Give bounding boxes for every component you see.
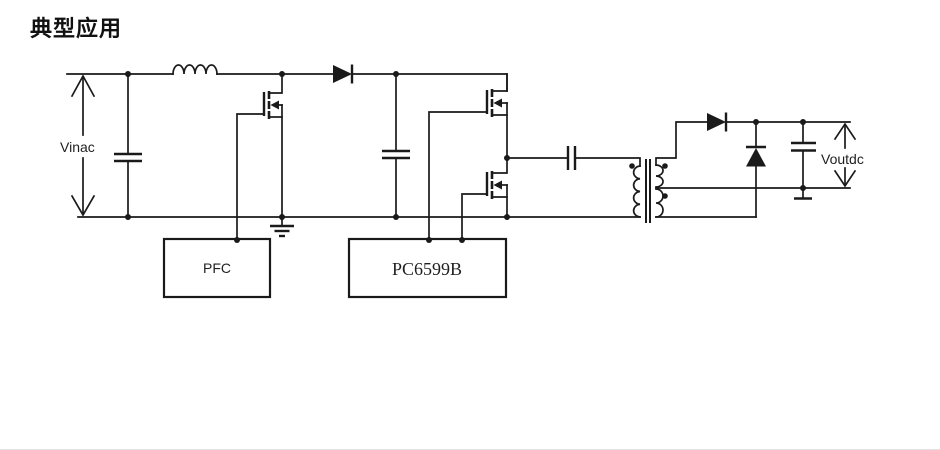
- output-diode-bottom: [746, 121, 766, 218]
- input-capacitor: [114, 73, 142, 218]
- controller-block: PC6599B: [347, 237, 508, 299]
- boost-diode: [333, 64, 354, 84]
- controller-block-label: PC6599B: [392, 259, 462, 279]
- pfc-mosfet: [236, 73, 283, 241]
- low-side-mosfet: [461, 157, 508, 241]
- boost-inductor: [172, 64, 218, 75]
- output-voltage-label: Voutdc: [821, 151, 864, 167]
- secondary-top-phase-dot: [662, 163, 668, 169]
- junction-dots: [125, 71, 806, 243]
- high-side-mosfet: [428, 73, 508, 241]
- transformer: [629, 121, 851, 223]
- resonant-capacitor: [506, 146, 641, 170]
- pfc-block-label: PFC: [203, 260, 231, 276]
- output-voltage-arrow: Voutdc: [821, 122, 864, 188]
- output-diode-top: [707, 112, 851, 132]
- secondary-mid-phase-dot: [662, 193, 668, 199]
- pfc-block: PFC: [162, 237, 272, 299]
- primary-rails: [66, 73, 641, 218]
- input-voltage-label: Vinac: [60, 139, 95, 155]
- input-voltage-arrow: Vinac: [60, 74, 96, 217]
- bus-capacitor: [382, 73, 410, 218]
- primary-phase-dot: [629, 163, 635, 169]
- page-title: 典型应用: [30, 16, 123, 42]
